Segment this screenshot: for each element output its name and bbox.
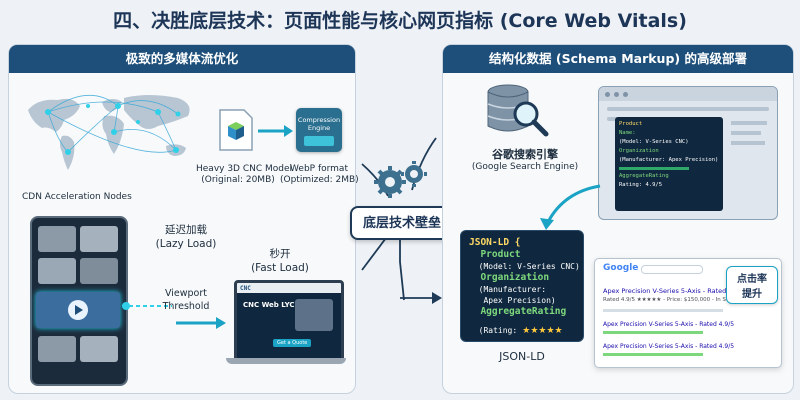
curved-arrow-icon <box>540 184 601 230</box>
code-line: Organization <box>469 272 550 283</box>
core-badge-label: 底层技术壁垒 <box>362 216 441 231</box>
left-panel-header: 极致的多媒体流优化 <box>9 45 355 73</box>
site-logo: CNC <box>240 284 251 292</box>
cube-file-icon <box>219 109 253 151</box>
result-3-title[interactable]: Apex Precision V-Series 5-Axis - Rated 4… <box>603 343 735 350</box>
page-title: 四、决胜底层技术：页面性能与核心网页指标 (Core Web Vitals) <box>113 10 687 32</box>
code-line: AggregateRating <box>469 306 567 317</box>
viewport-label-2: Threshold <box>162 301 210 312</box>
viewport-threshold-line <box>122 302 172 310</box>
right-panel-header: 结构化数据 (Schema Markup) 的高级部署 <box>443 45 793 73</box>
fast-load-label-1: 秒开 <box>269 248 291 260</box>
model-label-2: (Original: 20MB) <box>201 175 275 185</box>
mini-code-line: Rating: 4.9/5 <box>619 182 663 188</box>
code-line: Apex Precision) <box>469 296 556 305</box>
result-2-title[interactable]: Apex Precision V-Series 5-Axis - Rated 4… <box>603 321 735 328</box>
mini-code-line: (Model: V-Series CNC) <box>619 139 689 145</box>
rating-stars: ★★★★★ <box>522 326 563 336</box>
mini-code-line: AggregateRating <box>619 173 669 179</box>
fast-load-label-2: (Fast Load) <box>251 262 309 274</box>
lazy-load-label-2: (Lazy Load) <box>155 238 217 250</box>
result-1-title[interactable]: Apex Precision V-Series 5-Axis - Rated <box>603 287 727 295</box>
json-ld-code-block: JSON-LD { Product (Model: V-Series CNC) … <box>460 230 584 342</box>
laptop-screen: CNC CNC Web LYC Get a Quote <box>234 280 344 362</box>
ctr-badge-line-2: 提升 <box>742 289 762 300</box>
compression-engine-box: Compression Engine <box>296 108 342 152</box>
mini-code-line: (Manufacturer: Apex Precision) <box>619 157 719 163</box>
site-headline: CNC Web LYC <box>243 301 295 309</box>
result-1-meta: Rated 4.9/5 ★★★★★ - Price: $150,000 - In… <box>603 297 738 303</box>
search-engine-label-2: (Google Search Engine) <box>471 162 579 172</box>
cdn-world-map <box>28 95 190 170</box>
code-line: (Rating: <box>469 326 518 335</box>
google-logo: Google <box>603 263 639 273</box>
mini-code-line: Organization <box>619 148 659 154</box>
viewport-label-1: Viewport <box>164 288 208 299</box>
webp-label-2: (Optimized: 2MB) <box>280 175 359 185</box>
browser-window: Product Name: (Model: V-Series CNC) Orga… <box>598 86 778 220</box>
code-line: (Model: V-Series CNC) <box>469 262 580 271</box>
laptop-base <box>226 358 346 364</box>
search-engine-label-1: 谷歌搜索引擎 <box>492 148 558 161</box>
engine-label-1: Compression <box>297 116 341 124</box>
model-label-1: Heavy 3D CNC Model <box>196 164 293 174</box>
engine-label-2: Engine <box>307 124 331 132</box>
lazy-load-label-1: 延迟加载 <box>165 224 207 236</box>
core-badge: 底层技术壁垒 <box>350 206 454 240</box>
ctr-badge-line-1: 点击率 <box>737 274 767 285</box>
arrow-right-icon <box>176 317 226 329</box>
ctr-badge: 点击率 提升 <box>726 266 778 304</box>
arrow-right-icon <box>258 125 293 137</box>
database-search-icon <box>487 84 549 137</box>
cdn-label: CDN Acceleration Nodes <box>22 192 132 202</box>
window-dot-icon <box>614 91 619 97</box>
window-dot-icon <box>623 91 628 97</box>
code-line: JSON-LD { <box>469 237 521 248</box>
site-quote-button[interactable]: Get a Quote <box>273 339 312 347</box>
code-line: Product <box>469 249 521 260</box>
gears-icon <box>374 161 427 198</box>
webp-label-1: WebP format <box>290 164 348 174</box>
mini-code-block: Product Name: (Model: V-Series CNC) Orga… <box>615 117 723 211</box>
code-line: (Manufacturer: <box>469 285 547 294</box>
mini-code-line: Name: <box>619 130 636 136</box>
play-icon <box>75 305 83 315</box>
mini-code-line: Product <box>619 121 643 127</box>
window-dot-icon <box>605 91 610 97</box>
media-gallery-strip <box>30 216 128 386</box>
json-ld-caption: JSON-LD <box>499 350 545 363</box>
